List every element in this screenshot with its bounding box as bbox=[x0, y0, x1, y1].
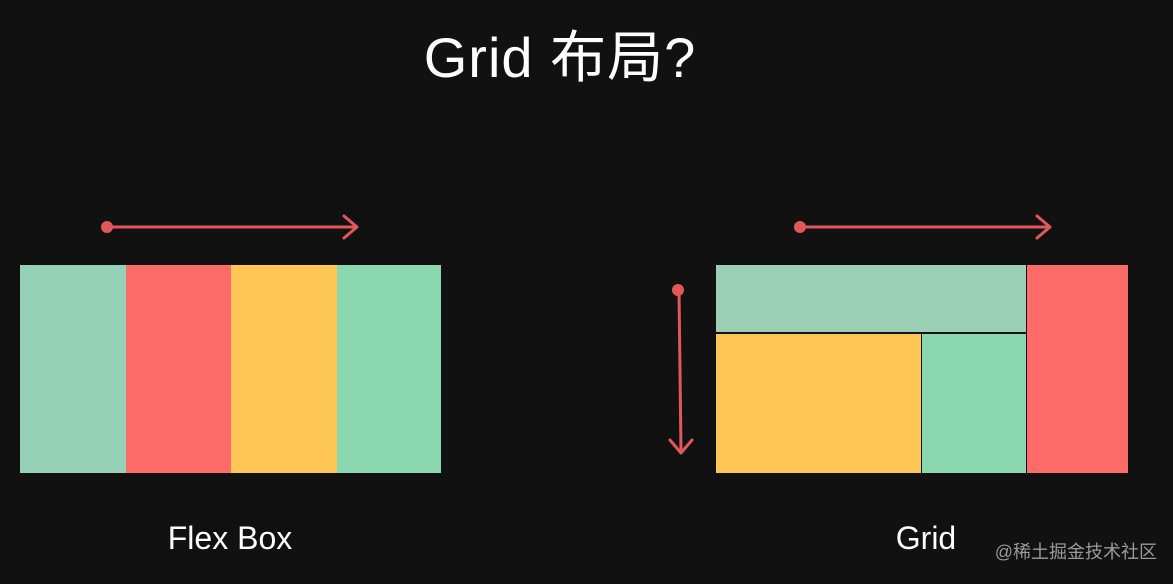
page-title: Grid 布局? bbox=[423, 26, 697, 89]
grid-cell-top-wide bbox=[716, 265, 1026, 332]
grid-caption: Grid bbox=[895, 520, 957, 556]
flex-cell-2 bbox=[126, 265, 231, 473]
flex-arrow-head bbox=[342, 214, 359, 240]
flex-box-caption: Flex Box bbox=[167, 520, 293, 556]
grid-cell-bottom-left bbox=[716, 334, 921, 473]
grid-v-arrow-start-dot bbox=[672, 284, 684, 296]
flex-cell-3 bbox=[231, 265, 337, 473]
flex-cell-4 bbox=[337, 265, 441, 473]
grid-h-arrow-head bbox=[1035, 214, 1052, 240]
grid-column-arrow bbox=[794, 214, 1052, 240]
grid-cell-bottom-middle bbox=[922, 334, 1026, 473]
flex-row-arrow bbox=[101, 214, 359, 240]
flex-cell-1 bbox=[20, 265, 126, 473]
grid-v-arrow-head bbox=[668, 438, 694, 455]
watermark: @稀土掘金技术社区 bbox=[994, 542, 1157, 562]
grid-row-arrow bbox=[668, 284, 694, 455]
grid-container bbox=[716, 265, 1128, 473]
grid-v-arrow-shaft bbox=[677, 289, 683, 452]
grid-cell-right-tall bbox=[1027, 265, 1128, 473]
flex-box-container bbox=[20, 265, 441, 473]
